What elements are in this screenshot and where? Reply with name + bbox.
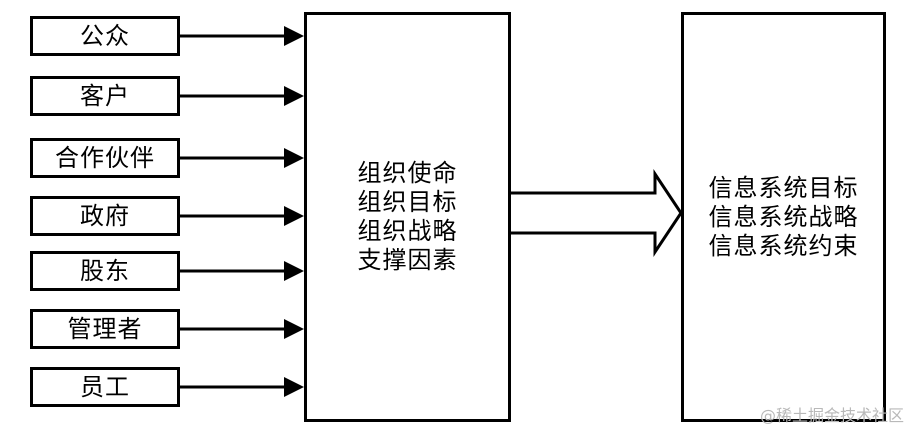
stakeholder-box-partner: 合作伙伴 [30,138,180,178]
arrow-head [284,206,304,226]
stakeholder-label: 政府 [80,202,130,230]
organization-line: 支撑因素 [357,246,458,274]
arrow-head [284,319,304,339]
stakeholder-box-government: 政府 [30,196,180,236]
information-system-box: 信息系统目标 信息系统战略 信息系统约束 [681,12,886,422]
arrow-head [284,261,304,281]
organization-line: 组织使命 [357,159,458,187]
stakeholder-label: 客户 [80,82,130,110]
arrow-head [284,377,304,397]
arrow-head [284,148,304,168]
information-system-line: 信息系统约束 [708,231,859,260]
stakeholder-label: 管理者 [67,315,143,343]
input-arrows [180,26,304,397]
stakeholder-box-manager: 管理者 [30,309,180,349]
stakeholder-box-customer: 客户 [30,76,180,116]
stakeholder-box-shareholder: 股东 [30,251,180,291]
arrow-head [284,86,304,106]
watermark: @稀土掘金技术社区 [759,406,904,425]
stakeholder-label: 股东 [80,257,130,285]
information-system-line: 信息系统战略 [708,202,859,231]
information-system-line: 信息系统目标 [708,173,859,202]
stakeholder-label: 公众 [80,22,130,50]
arrow-head [284,26,304,46]
organization-line: 组织战略 [357,217,458,245]
organization-line: 组织目标 [357,188,458,216]
big-arrow [511,169,683,257]
stakeholder-label: 合作伙伴 [55,144,155,172]
stakeholder-box-employee: 员工 [30,367,180,407]
stakeholder-box-public: 公众 [30,16,180,56]
stakeholder-label: 员工 [80,373,130,401]
organization-box: 组织使命 组织目标 组织战略 支撑因素 [304,12,511,422]
